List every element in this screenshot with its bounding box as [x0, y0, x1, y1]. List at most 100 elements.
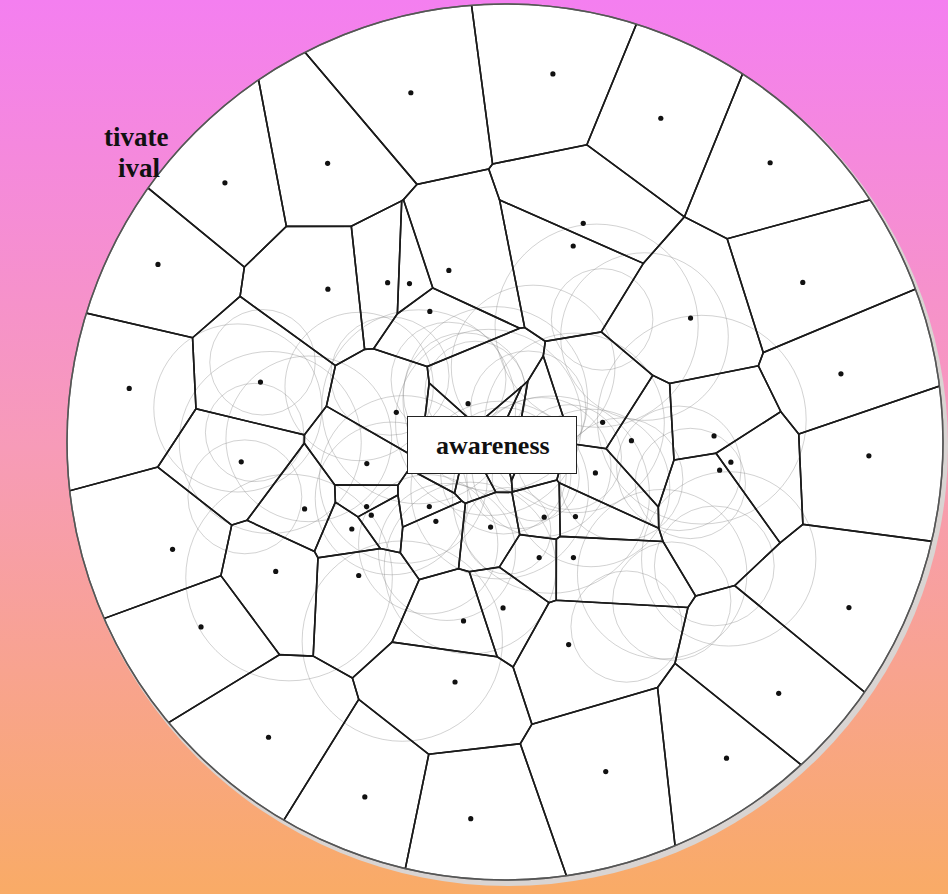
seed-dot	[629, 438, 634, 443]
compass-arc	[154, 324, 322, 492]
voronoi-cell	[587, 0, 779, 217]
compass-arc	[561, 253, 729, 421]
seed-dot	[127, 386, 132, 391]
compass-arc	[551, 269, 653, 371]
voronoi-cell	[399, 744, 575, 894]
compass-arc	[613, 542, 731, 660]
voronoi-cell	[520, 687, 681, 894]
voronoi-cell	[459, 492, 520, 572]
seed-dot	[325, 161, 330, 166]
voronoi-cell	[397, 200, 432, 314]
voronoi-cell	[758, 269, 948, 434]
seed-dot	[461, 618, 466, 623]
compass-arc	[597, 315, 806, 524]
voronoi-cell	[313, 549, 419, 678]
voronoi-cell	[489, 145, 685, 264]
seed-dot	[385, 280, 390, 285]
seed-dot	[427, 504, 432, 509]
seed-dot	[408, 90, 413, 95]
voronoi-cell	[500, 200, 644, 341]
seed-dot	[728, 460, 733, 465]
voronoi-cell	[240, 226, 365, 365]
voronoi-cell	[499, 535, 556, 603]
seed-dot	[768, 160, 773, 165]
voronoi-cell	[358, 495, 403, 553]
voronoi-cell	[247, 0, 492, 184]
seed-dot	[465, 401, 470, 406]
seed-dot	[452, 679, 457, 684]
seed-dot	[349, 526, 354, 531]
seed-dot	[603, 769, 608, 774]
seed-dot	[356, 573, 361, 578]
heading-fragment: ival	[118, 153, 160, 184]
label-box: awareness	[407, 416, 577, 474]
voronoi-cell	[675, 586, 948, 894]
seed-dot	[325, 287, 330, 292]
seed-dot	[800, 280, 805, 285]
seed-dot	[776, 691, 781, 696]
voronoi-cell	[158, 409, 305, 525]
voronoi-cell	[374, 288, 520, 367]
seed-dot	[273, 569, 278, 574]
seed-dot	[838, 371, 843, 376]
voronoi-cell	[513, 600, 688, 724]
seed-dot	[600, 420, 605, 425]
seed-dot	[724, 756, 729, 761]
voronoi-cell	[234, 699, 429, 894]
seed-dot	[258, 379, 263, 384]
seed-dot	[658, 116, 663, 121]
seed-dot	[571, 243, 576, 248]
compass-arc	[577, 489, 746, 658]
compass-arc	[617, 406, 742, 531]
seed-dot	[593, 470, 598, 475]
seed-dot	[688, 315, 693, 320]
voronoi-cell	[727, 174, 948, 352]
compass-arc	[384, 482, 556, 654]
voronoi-cell	[47, 576, 280, 797]
seed-dot	[266, 735, 271, 740]
voronoi-cell	[47, 0, 286, 267]
compass-arc	[188, 440, 302, 554]
seed-dot	[433, 519, 438, 524]
seed-dot	[198, 624, 203, 629]
voronoi-cell	[403, 169, 524, 328]
seed-dot	[394, 410, 399, 415]
voronoi-cell	[47, 105, 244, 338]
seed-dot	[468, 816, 473, 821]
seed-dot	[155, 262, 160, 267]
voronoi-cell	[335, 485, 398, 517]
seed-dot	[222, 180, 227, 185]
voronoi-cell	[658, 453, 780, 596]
seed-dot	[566, 642, 571, 647]
seed-dot	[500, 605, 505, 610]
voronoi-cell	[221, 520, 318, 656]
seed-dot	[239, 459, 244, 464]
seed-dot	[427, 309, 432, 314]
voronoi-cell	[304, 406, 409, 485]
compass-arc	[642, 472, 816, 646]
voronoi-cell	[684, 0, 948, 239]
seed-dot	[573, 514, 578, 519]
voronoi-cell	[469, 0, 653, 164]
voronoi-cell	[47, 467, 232, 639]
disc-rim	[67, 4, 943, 880]
seed-dot	[369, 513, 374, 518]
voronoi-cell	[799, 378, 948, 545]
voronoi-cell	[716, 412, 803, 543]
compass-arc	[464, 488, 551, 575]
compass-arc	[396, 329, 582, 515]
seed-dot	[364, 461, 369, 466]
seed-dot	[170, 547, 175, 552]
seed-dot	[537, 555, 542, 560]
label-text: awareness	[436, 430, 548, 461]
voronoi-cell	[735, 524, 948, 772]
compass-arc	[571, 571, 682, 682]
seed-dot	[581, 221, 586, 226]
voronoi-cell	[512, 480, 560, 539]
voronoi-cell	[352, 642, 532, 754]
heading-fragment: tivate	[104, 122, 168, 153]
voronoi-cell	[469, 567, 549, 667]
compass-arc	[205, 383, 303, 481]
seed-dot	[407, 281, 412, 286]
compass-arc	[210, 310, 315, 415]
